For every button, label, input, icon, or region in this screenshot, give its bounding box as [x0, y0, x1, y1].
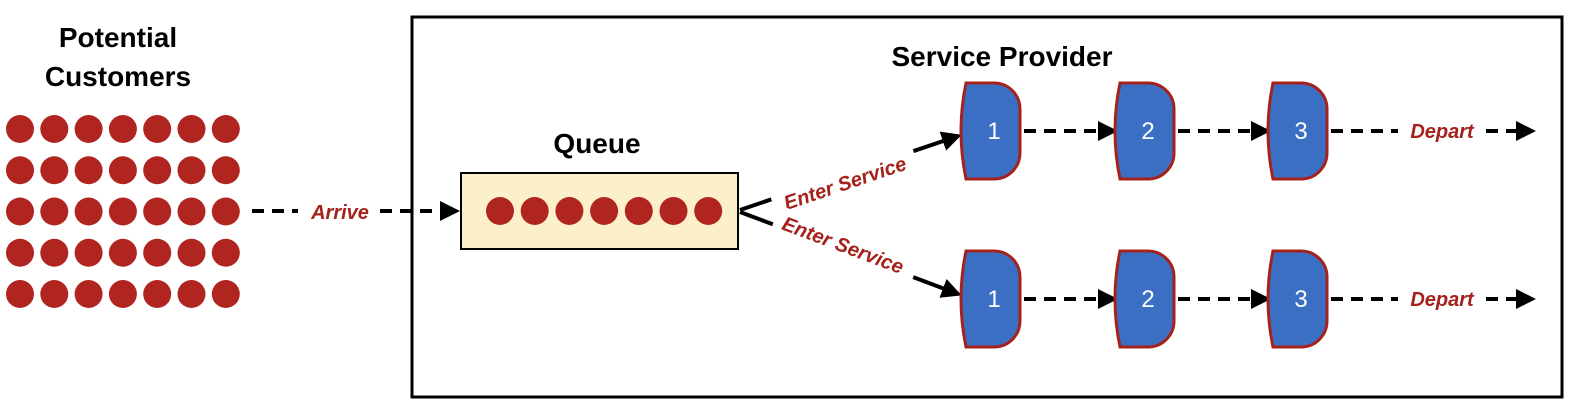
customer-dot: [211, 280, 240, 308]
service-lane: 1 2 3 Depart: [959, 81, 1536, 181]
service-provider-title: Service Provider: [891, 41, 1112, 72]
customer-dot: [40, 238, 69, 267]
customer-dot: [177, 280, 206, 308]
customer-dot: [177, 238, 206, 267]
customer-dot: [143, 115, 172, 143]
customer-dot: [211, 238, 240, 267]
customer-dot: [74, 280, 103, 308]
customer-dot: [108, 197, 137, 226]
queue-dots: [486, 197, 723, 225]
customer-dot: [211, 156, 240, 185]
service-stage-number: 3: [1294, 118, 1307, 145]
enter-service-top-label-bg: [769, 144, 921, 222]
customer-dot: [143, 280, 172, 308]
customer-dot: [74, 197, 103, 226]
queue-dot: [694, 197, 723, 225]
customer-dot-grid: [6, 115, 240, 308]
service-stage-number: 2: [1141, 286, 1154, 313]
customer-dot: [108, 156, 137, 185]
queue-dot: [590, 197, 619, 225]
enter-service-bottom-label-bg: [769, 205, 921, 287]
customer-dot: [6, 115, 34, 143]
customer-dot: [177, 197, 206, 226]
service-provider-box: [410, 15, 1564, 399]
customer-dot: [40, 115, 69, 143]
customer-dot: [6, 280, 34, 308]
queue-dot: [624, 197, 653, 225]
customer-dot: [108, 280, 137, 308]
customer-dot: [40, 197, 69, 226]
customer-dot: [108, 238, 137, 267]
service-stage-number: 1: [987, 286, 1000, 313]
customer-dot: [74, 238, 103, 267]
queue-dot: [555, 197, 584, 225]
service-lane: 1 2 3 Depart: [959, 249, 1536, 349]
queue-dot: [520, 197, 549, 225]
depart-label: Depart: [1410, 121, 1475, 143]
service-stage-shape: [1266, 249, 1329, 349]
customer-dot: [143, 156, 172, 185]
queue-label: Queue: [553, 128, 640, 159]
queue-dot: [659, 197, 688, 225]
customers-title-line2: Customers: [45, 61, 191, 92]
customer-dot: [177, 115, 206, 143]
customer-dot: [108, 115, 137, 143]
service-stage-shape: [959, 81, 1022, 181]
customer-dot: [6, 197, 34, 226]
arrive-label: Arrive: [310, 202, 369, 224]
service-stage-number: 2: [1141, 118, 1154, 145]
service-stage-shape: [959, 249, 1022, 349]
customer-dot: [143, 197, 172, 226]
customer-dot: [143, 238, 172, 267]
depart-label: Depart: [1410, 289, 1475, 311]
customer-dot: [177, 156, 206, 185]
customer-dot: [74, 115, 103, 143]
queue-dot: [486, 197, 514, 225]
customer-dot: [6, 238, 34, 267]
service-stage-number: 1: [987, 118, 1000, 145]
service-stage-shape: [1266, 81, 1329, 181]
customer-dot: [74, 156, 103, 185]
customer-dot: [211, 197, 240, 226]
customer-dot: [6, 156, 34, 185]
service-stage-shape: [1113, 249, 1176, 349]
service-stage-number: 3: [1294, 286, 1307, 313]
service-stage-shape: [1113, 81, 1176, 181]
customer-dot: [211, 115, 240, 143]
customer-dot: [40, 156, 69, 185]
customer-dot: [40, 280, 69, 308]
customers-title-line1: Potential: [59, 22, 177, 53]
